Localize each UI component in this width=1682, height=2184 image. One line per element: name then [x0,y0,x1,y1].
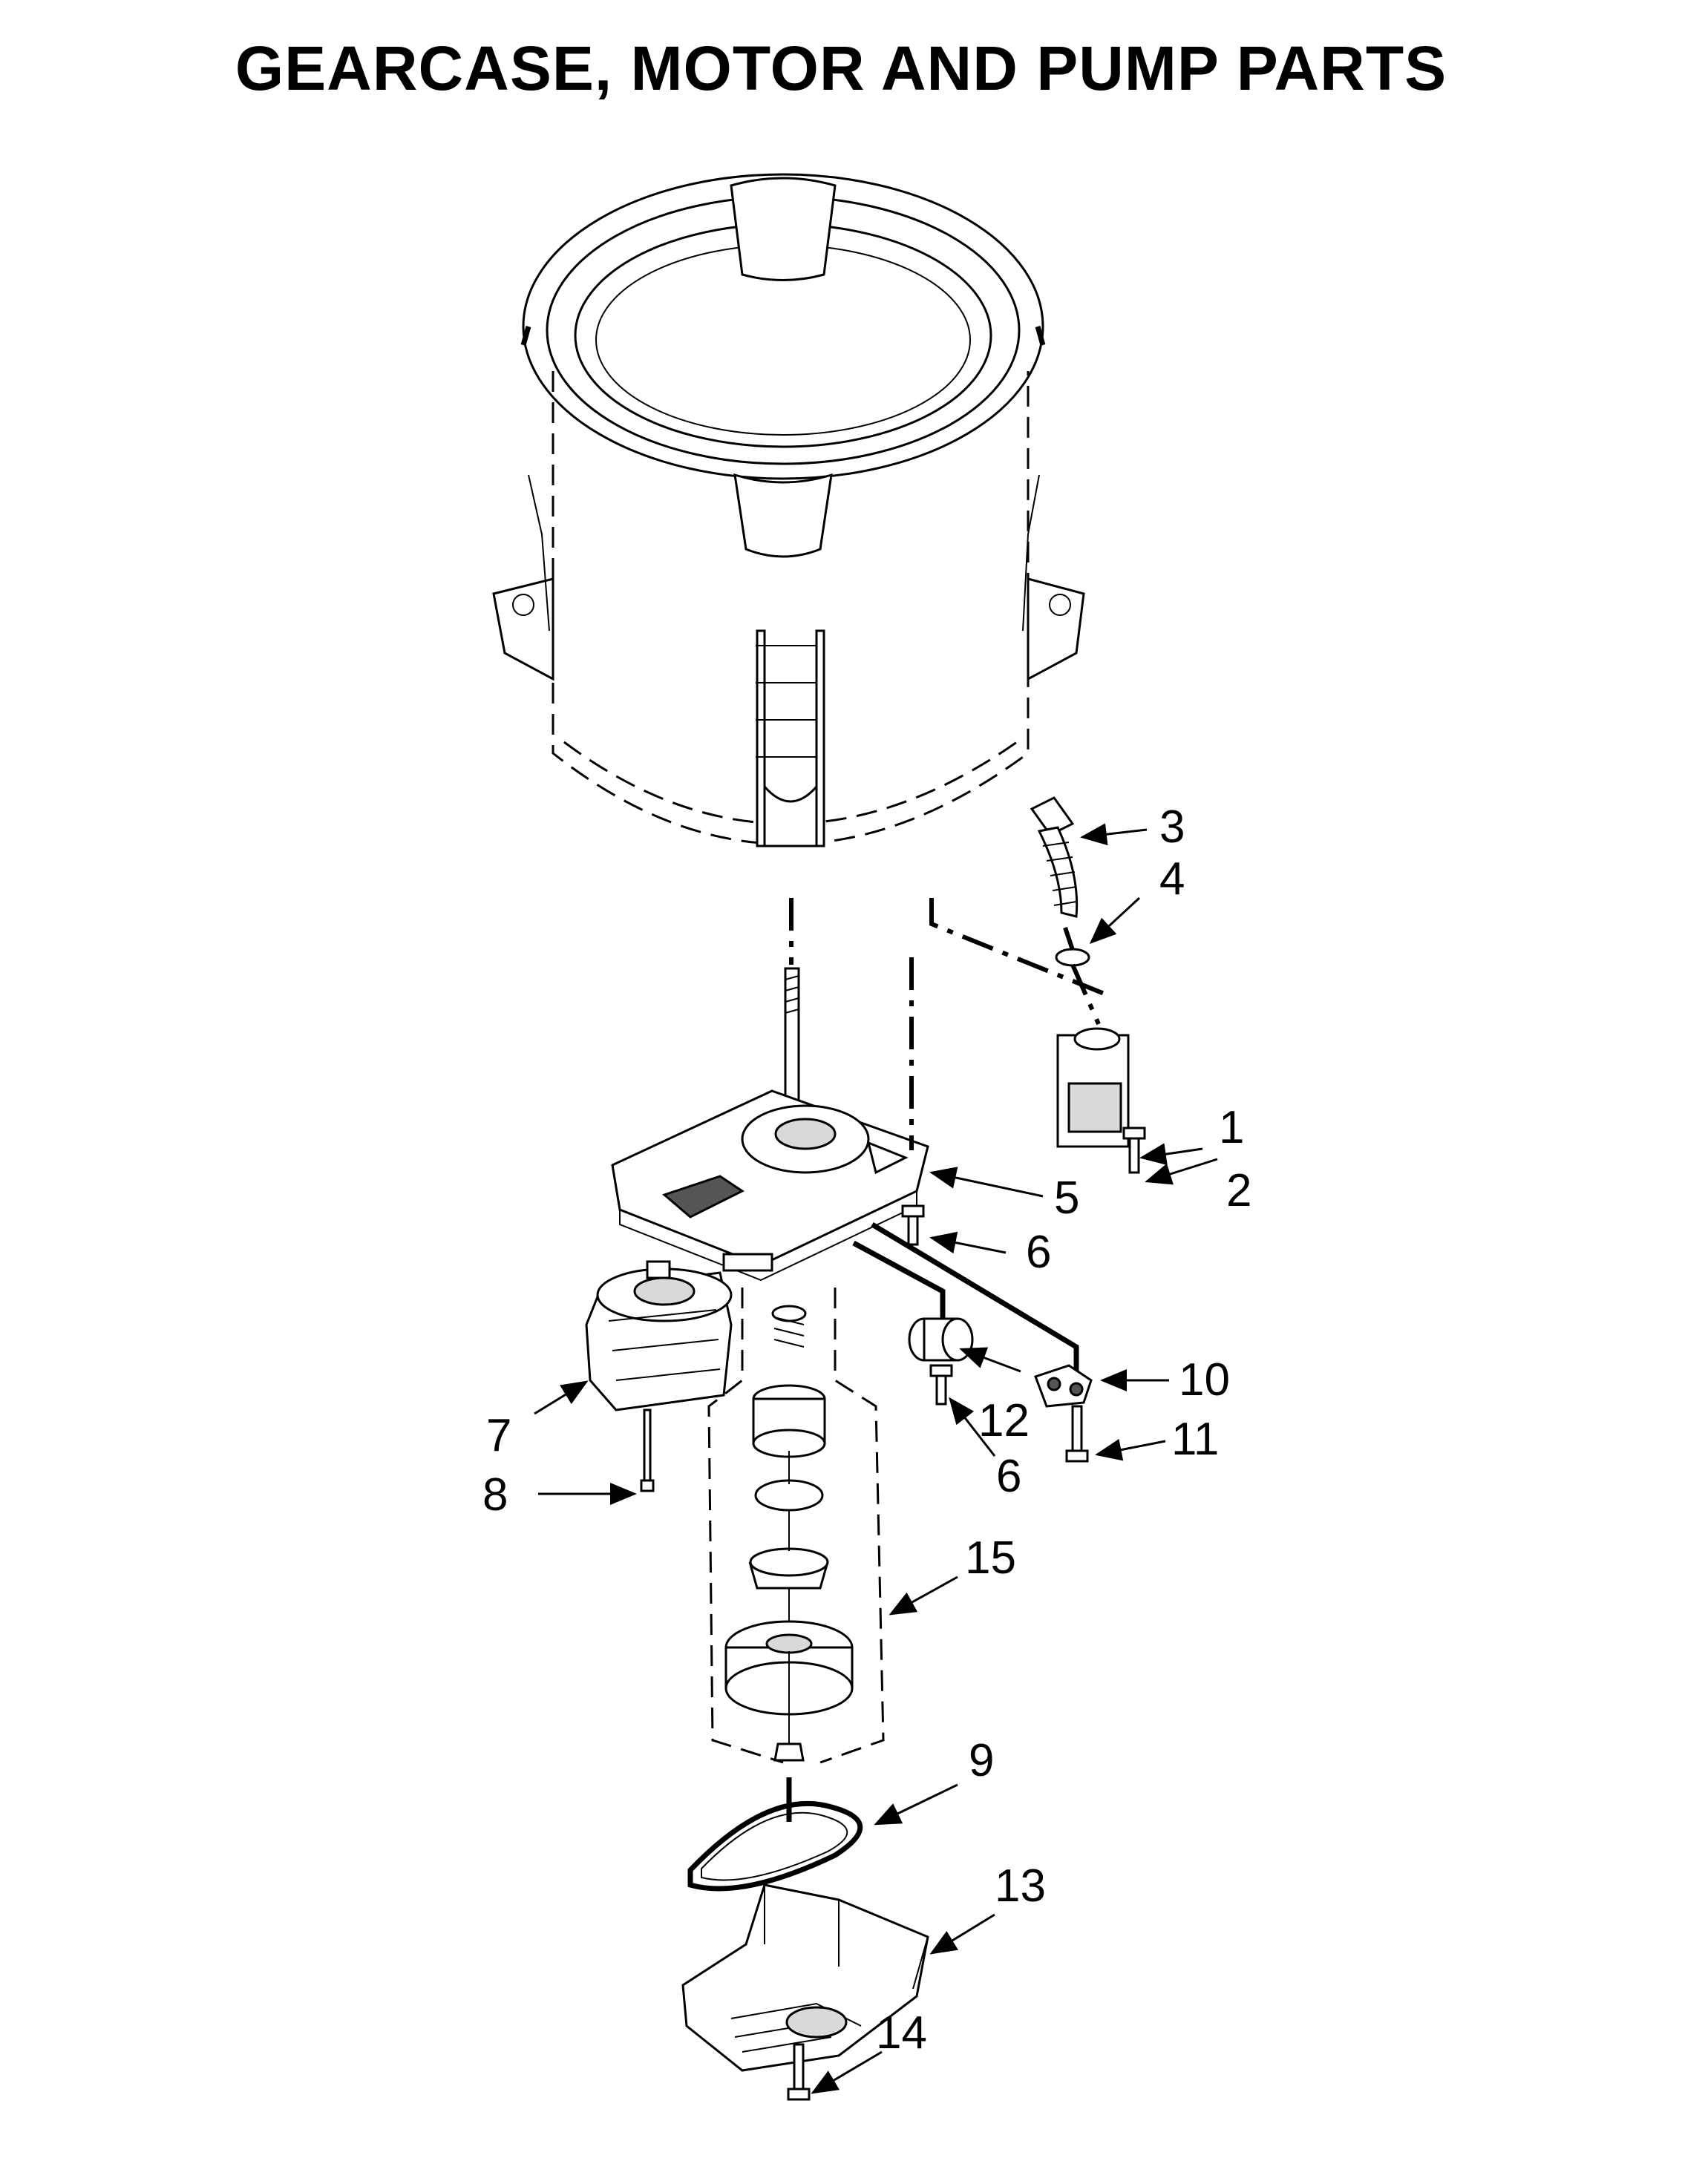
callout-6-upper: 6 [1026,1227,1051,1278]
gearcase-screw-upper [901,1204,925,1246]
sensor-screw [1065,1405,1089,1463]
capacitor-leader [852,1240,946,1321]
callout-8: 8 [482,1469,508,1521]
drain-hose [1030,796,1079,918]
callout-6-lower: 6 [996,1451,1021,1502]
shield-screw [787,2043,811,2101]
callout-1: 1 [1219,1102,1244,1153]
motor-bolt [640,1409,655,1492]
gearcase [611,967,929,1282]
outer-tub-reference [492,173,1085,847]
hose-leader [1063,927,1101,1026]
rotor-position-sensor [1034,1364,1093,1408]
drive-shield [681,1883,929,2072]
drain-pump [1056,1027,1130,1148]
callout-14: 14 [876,2007,927,2059]
callout-12: 12 [978,1395,1030,1446]
callout-13: 13 [995,1860,1046,1912]
capacitor [908,1317,974,1362]
callout-15: 15 [965,1532,1016,1584]
callout-5: 5 [1054,1173,1079,1224]
pump-screw [1122,1127,1146,1174]
clutch-group-outline [707,1288,885,1764]
page-title: GEARCASE, MOTOR AND PUMP PARTS [235,33,1447,103]
hose-clamp [1055,948,1090,967]
callout-9: 9 [969,1735,994,1786]
pump-leader [929,898,1107,997]
sensor-leader [871,1221,1079,1373]
gearcase-screw-lower [929,1364,953,1406]
callout-4: 4 [1159,853,1185,905]
clutch-assembly [724,1305,854,1762]
callout-10: 10 [1179,1354,1230,1406]
callout-11: 11 [1171,1414,1219,1465]
callout-arrows [534,823,1218,2094]
drive-motor [585,1260,733,1411]
callout-7: 7 [486,1410,511,1461]
callout-2: 2 [1226,1165,1251,1216]
drive-belt [687,1800,863,1892]
callout-3: 3 [1159,801,1185,853]
